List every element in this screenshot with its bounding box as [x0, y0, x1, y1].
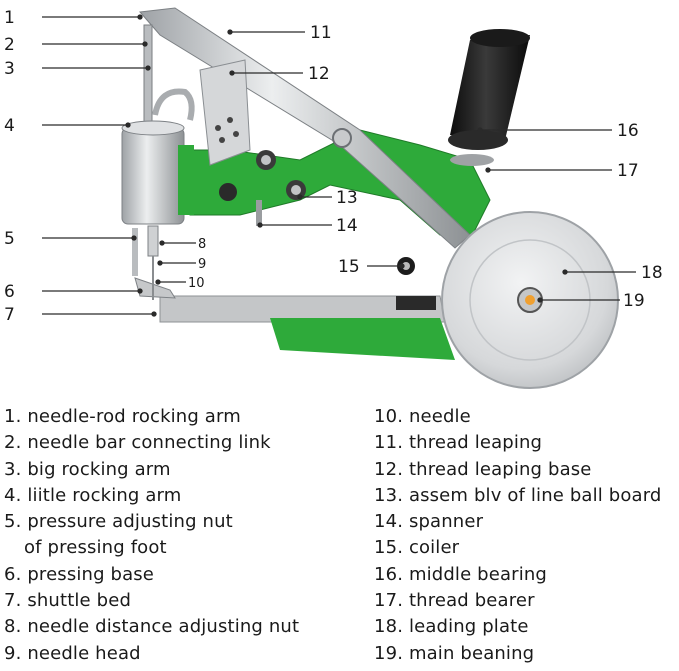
leaping-base-plate	[200, 60, 250, 165]
legend-item: 2. needle bar connecting link	[4, 430, 364, 456]
callout-15: 15	[338, 257, 360, 277]
callout-9: 9	[198, 257, 206, 272]
legend-item: 14. spanner	[374, 509, 679, 535]
legend-right-column: 10. needle 11. thread leaping 12. thread…	[374, 404, 679, 667]
callout-6: 6	[4, 282, 15, 302]
needle-rod	[144, 25, 152, 125]
callout-10: 10	[188, 276, 205, 291]
legend-item: 9. needle head	[4, 641, 364, 667]
callout-8: 8	[198, 237, 206, 252]
thread-spool	[450, 35, 530, 140]
legend-item: 10. needle	[374, 404, 679, 430]
callout-16: 16	[617, 121, 639, 141]
callout-1: 1	[4, 8, 15, 28]
legend-item: 17. thread bearer	[374, 588, 679, 614]
legend-item: 16. middle bearing	[374, 562, 679, 588]
legend-item: 15. coiler	[374, 535, 679, 561]
callout-5: 5	[4, 229, 15, 249]
callout-2: 2	[4, 35, 15, 55]
callout-19: 19	[623, 291, 645, 311]
callout-14: 14	[336, 216, 358, 236]
legend-item: 18. leading plate	[374, 614, 679, 640]
callout-11: 11	[310, 23, 332, 43]
callout-4: 4	[4, 116, 15, 136]
callout-3: 3	[4, 59, 15, 79]
legend-item: 1. needle-rod rocking arm	[4, 404, 364, 430]
legend-left-column: 1. needle-rod rocking arm 2. needle bar …	[4, 404, 364, 667]
legend-item: 4. liitle rocking arm	[4, 483, 364, 509]
legend-item: 12. thread leaping base	[374, 457, 679, 483]
legend-item: 3. big rocking arm	[4, 457, 364, 483]
green-base	[270, 318, 455, 360]
rocking-arm-loop	[155, 91, 192, 120]
parts-legend: 1. needle-rod rocking arm 2. needle bar …	[0, 404, 679, 671]
legend-item: 19. main beaning	[374, 641, 679, 667]
callout-18: 18	[641, 263, 663, 283]
callout-7: 7	[4, 305, 15, 325]
cylinder	[122, 128, 184, 224]
legend-item: 13. assem blv of line ball board	[374, 483, 679, 509]
legend-item: 7. shuttle bed	[4, 588, 364, 614]
machine-illustration	[122, 8, 618, 388]
callout-17: 17	[617, 161, 639, 181]
callout-13: 13	[336, 188, 358, 208]
legend-item: 11. thread leaping	[374, 430, 679, 456]
sewing-machine-diagram: 1 2 3 4 5 6 7 8 9 10 11 12 13 14 15 16 1…	[0, 0, 679, 400]
legend-item-continuation: of pressing foot	[4, 535, 364, 561]
legend-item: 6. pressing base	[4, 562, 364, 588]
needle-head-shape	[148, 226, 158, 256]
callout-12: 12	[308, 64, 330, 84]
legend-item: 8. needle distance adjusting nut	[4, 614, 364, 640]
legend-item: 5. pressure adjusting nut	[4, 509, 364, 535]
